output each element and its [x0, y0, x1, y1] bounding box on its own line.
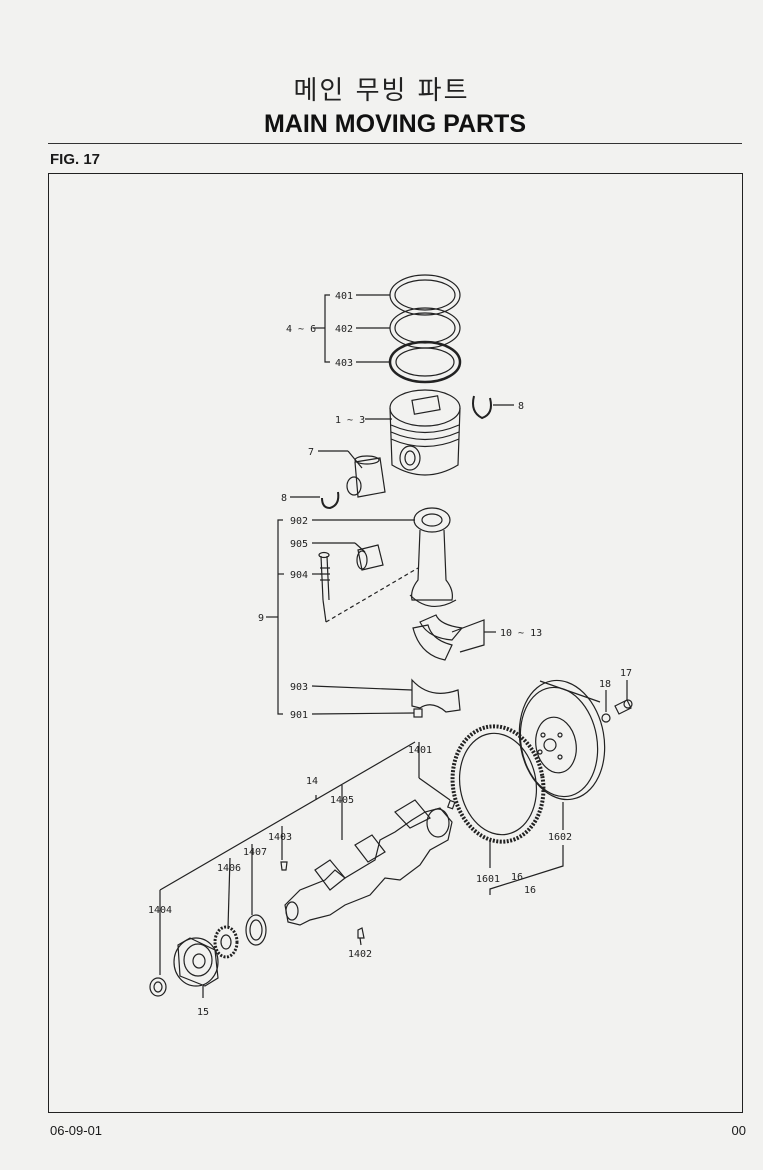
title-english: MAIN MOVING PARTS	[263, 110, 527, 138]
callout-4-6: 4 ~ 6	[286, 324, 316, 335]
connecting-rod-cap	[411, 678, 461, 713]
crankshaft	[284, 799, 453, 926]
callout-1407: 1407	[243, 847, 267, 858]
callout-1406: 1406	[217, 863, 241, 874]
flywheel	[518, 679, 606, 801]
flywheel-washer	[601, 713, 611, 723]
diagram-frame	[48, 173, 743, 1113]
callout-403: 403	[335, 358, 353, 369]
snap-ring-right	[472, 395, 492, 420]
piston-pin	[346, 455, 386, 498]
callout-401: 401	[335, 291, 353, 302]
callout-402: 402	[335, 324, 353, 335]
callout-903: 903	[290, 682, 308, 693]
crankshaft-plug	[280, 861, 288, 871]
callout-10-13: 10 ~ 13	[500, 628, 542, 639]
piston-ring-401	[389, 274, 461, 316]
callout-15: 15	[197, 1007, 209, 1018]
title-korean: 메인 무빙 파트	[293, 76, 470, 106]
snap-ring-left	[321, 491, 340, 510]
crank-nut	[149, 977, 167, 997]
crank-gear	[213, 925, 239, 959]
callout-1403: 1403	[268, 832, 292, 843]
callout-8-left: 8	[281, 493, 287, 504]
callout-18: 18	[599, 679, 611, 690]
callout-7: 7	[308, 447, 314, 458]
callout-17: 17	[620, 668, 632, 679]
thrust-washer	[245, 914, 267, 946]
connecting-rod-bolt	[318, 551, 330, 601]
callout-9: 9	[258, 613, 264, 624]
callout-1601: 1601	[476, 874, 500, 885]
callout-902: 902	[290, 516, 308, 527]
oil-plug	[357, 927, 365, 939]
footer-page-number: 00	[731, 1123, 746, 1138]
callout-1404: 1404	[148, 905, 172, 916]
footer-date: 06-09-01	[50, 1123, 103, 1138]
ring-gear	[450, 724, 546, 844]
connecting-rod-nut	[413, 708, 423, 718]
figure-label: FIG. 17	[50, 151, 101, 168]
flywheel-bolt	[614, 699, 633, 715]
header-rule	[48, 143, 742, 144]
crank-pulley	[173, 937, 219, 987]
callout-1402: 1402	[348, 949, 372, 960]
crankshaft-pin	[446, 799, 456, 810]
callout-905: 905	[290, 539, 308, 550]
callout-904: 904	[290, 570, 308, 581]
callout-16-a: 16	[511, 872, 523, 883]
piston	[389, 389, 461, 476]
connecting-rod-bearing	[412, 614, 464, 661]
callout-8-right: 8	[518, 401, 524, 412]
callout-1602: 1602	[548, 832, 572, 843]
callout-1-3: 1 ~ 3	[335, 415, 365, 426]
callout-901: 901	[290, 710, 308, 721]
piston-ring-403	[388, 340, 462, 384]
small-end-bushing	[356, 544, 384, 571]
callout-1405: 1405	[330, 795, 354, 806]
callout-1401: 1401	[408, 745, 432, 756]
callout-14: 14	[306, 776, 318, 787]
callout-16-b: 16	[524, 885, 536, 896]
connecting-rod	[409, 507, 457, 607]
